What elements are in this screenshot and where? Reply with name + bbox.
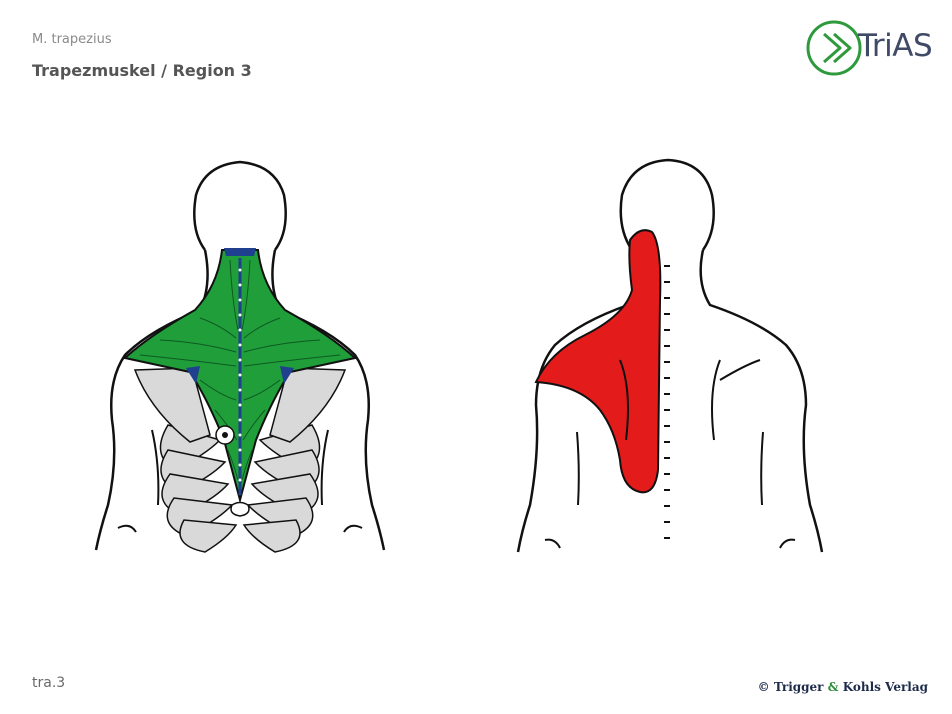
- spine-dashes: [664, 265, 670, 539]
- page-title: Trapezmuskel / Region 3: [32, 61, 252, 80]
- muscle-latin-name: M. trapezius: [32, 32, 112, 47]
- muscle-fibers-graphic: [139, 259, 341, 481]
- head-outline-right: [619, 158, 715, 251]
- page-code: tra.3: [32, 675, 66, 691]
- right-scapula-graphic: [269, 367, 347, 443]
- copyright-suffix: Kohls Verlag: [842, 680, 928, 694]
- left-tendon-graphic: [186, 366, 200, 384]
- right-tendon-graphic: [280, 366, 294, 384]
- pain-referral-zone: [534, 229, 662, 494]
- logo-text: TriAS: [858, 28, 933, 64]
- copyright-notice: © Trigger & Kohls Verlag: [758, 680, 928, 694]
- sacrum-graphic: [230, 501, 250, 517]
- head-outline-left: [193, 160, 287, 251]
- vertebrae-dots: [238, 268, 242, 482]
- trias-logo: [806, 20, 862, 76]
- trigger-point-marker: [215, 425, 235, 445]
- upper-tendon-graphic: [224, 248, 256, 256]
- copyright-prefix: © Trigger: [757, 680, 824, 694]
- copyright-ampersand: &: [827, 680, 839, 694]
- left-scapula-graphic: [133, 367, 211, 443]
